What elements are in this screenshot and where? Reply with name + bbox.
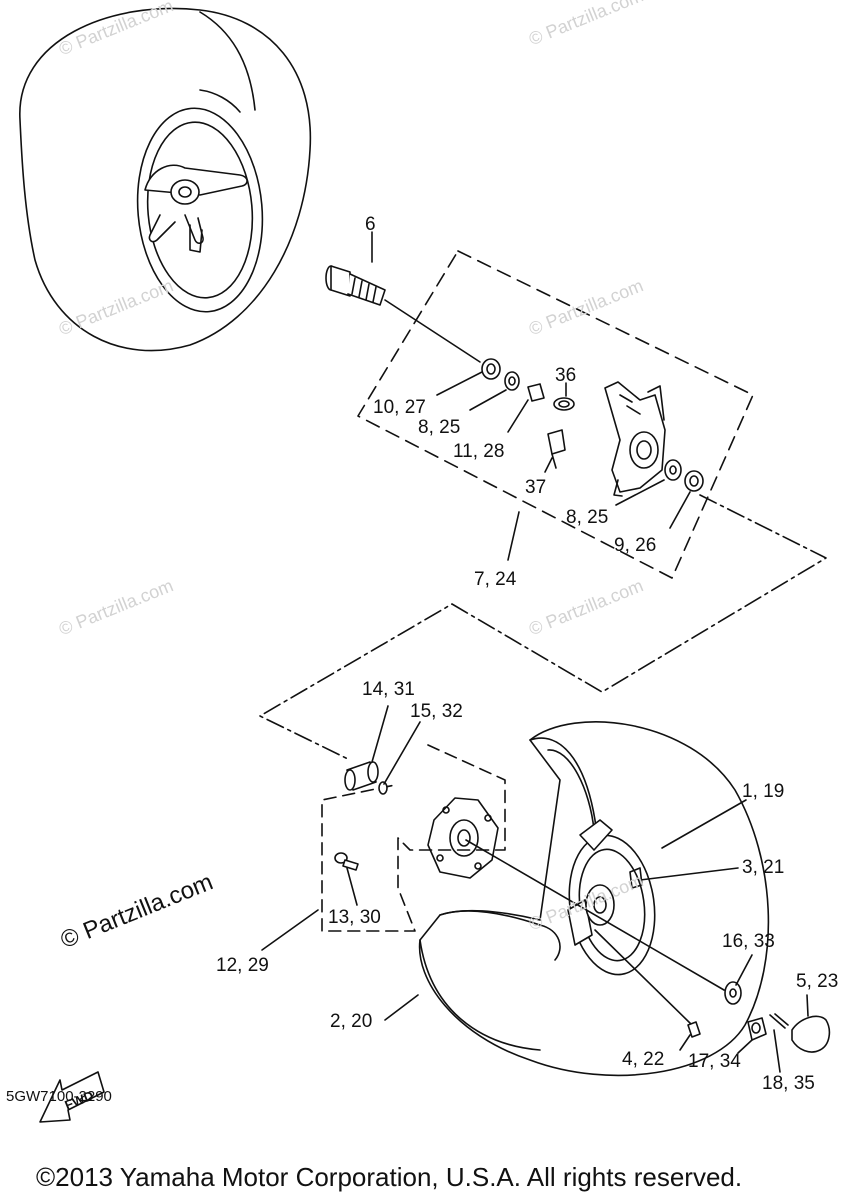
callout-4-22: 4, 22 <box>622 1049 665 1070</box>
knuckle-bearings <box>481 358 704 492</box>
knuckle-group-box <box>357 250 754 579</box>
axle-hardware <box>687 981 831 1053</box>
part-code: 5GW7100-2290 <box>6 1088 112 1105</box>
hub <box>427 797 499 879</box>
callout-1-19: 1, 19 <box>742 781 785 802</box>
callout-10-27: 10, 27 <box>373 397 426 418</box>
callout-37: 37 <box>525 477 547 498</box>
callout-8-25: 8, 25 <box>566 507 609 528</box>
hub-group-box <box>321 744 506 932</box>
steering-knuckle <box>604 381 666 497</box>
callout-3-21: 3, 21 <box>742 857 785 878</box>
collar-oring <box>344 761 388 795</box>
callout-8-25: 8, 25 <box>418 417 461 438</box>
spindle-part-6 <box>325 265 481 363</box>
connector-lines <box>259 494 827 761</box>
callout-13-30: 13, 30 <box>328 907 381 928</box>
bottom-wheel-assembly <box>418 721 770 1077</box>
callout-2-20: 2, 20 <box>330 1011 373 1032</box>
callout-15-32: 15, 32 <box>410 701 463 722</box>
callout-9-26: 9, 26 <box>614 535 657 556</box>
bottom-leaders <box>261 705 809 1073</box>
callout-7-24: 7, 24 <box>474 569 517 590</box>
callout-16-33: 16, 33 <box>722 931 775 952</box>
callout-36: 36 <box>555 365 577 386</box>
callout-5-23: 5, 23 <box>796 971 839 992</box>
callout-12-29: 12, 29 <box>216 955 269 976</box>
copyright-notice: ©2013 Yamaha Motor Corporation, U.S.A. A… <box>36 1162 743 1192</box>
callout-18-35: 18, 35 <box>762 1073 815 1094</box>
callout-14-31: 14, 31 <box>362 679 415 700</box>
axle-line <box>465 839 725 991</box>
top-wheel-assembly <box>19 7 312 352</box>
knuckle-leaders <box>371 231 691 561</box>
callout-17-34: 17, 34 <box>688 1051 741 1072</box>
bolt-part-13 <box>334 852 359 871</box>
callout-11-28: 11, 28 <box>453 441 505 462</box>
callout-6: 6 <box>365 214 376 235</box>
